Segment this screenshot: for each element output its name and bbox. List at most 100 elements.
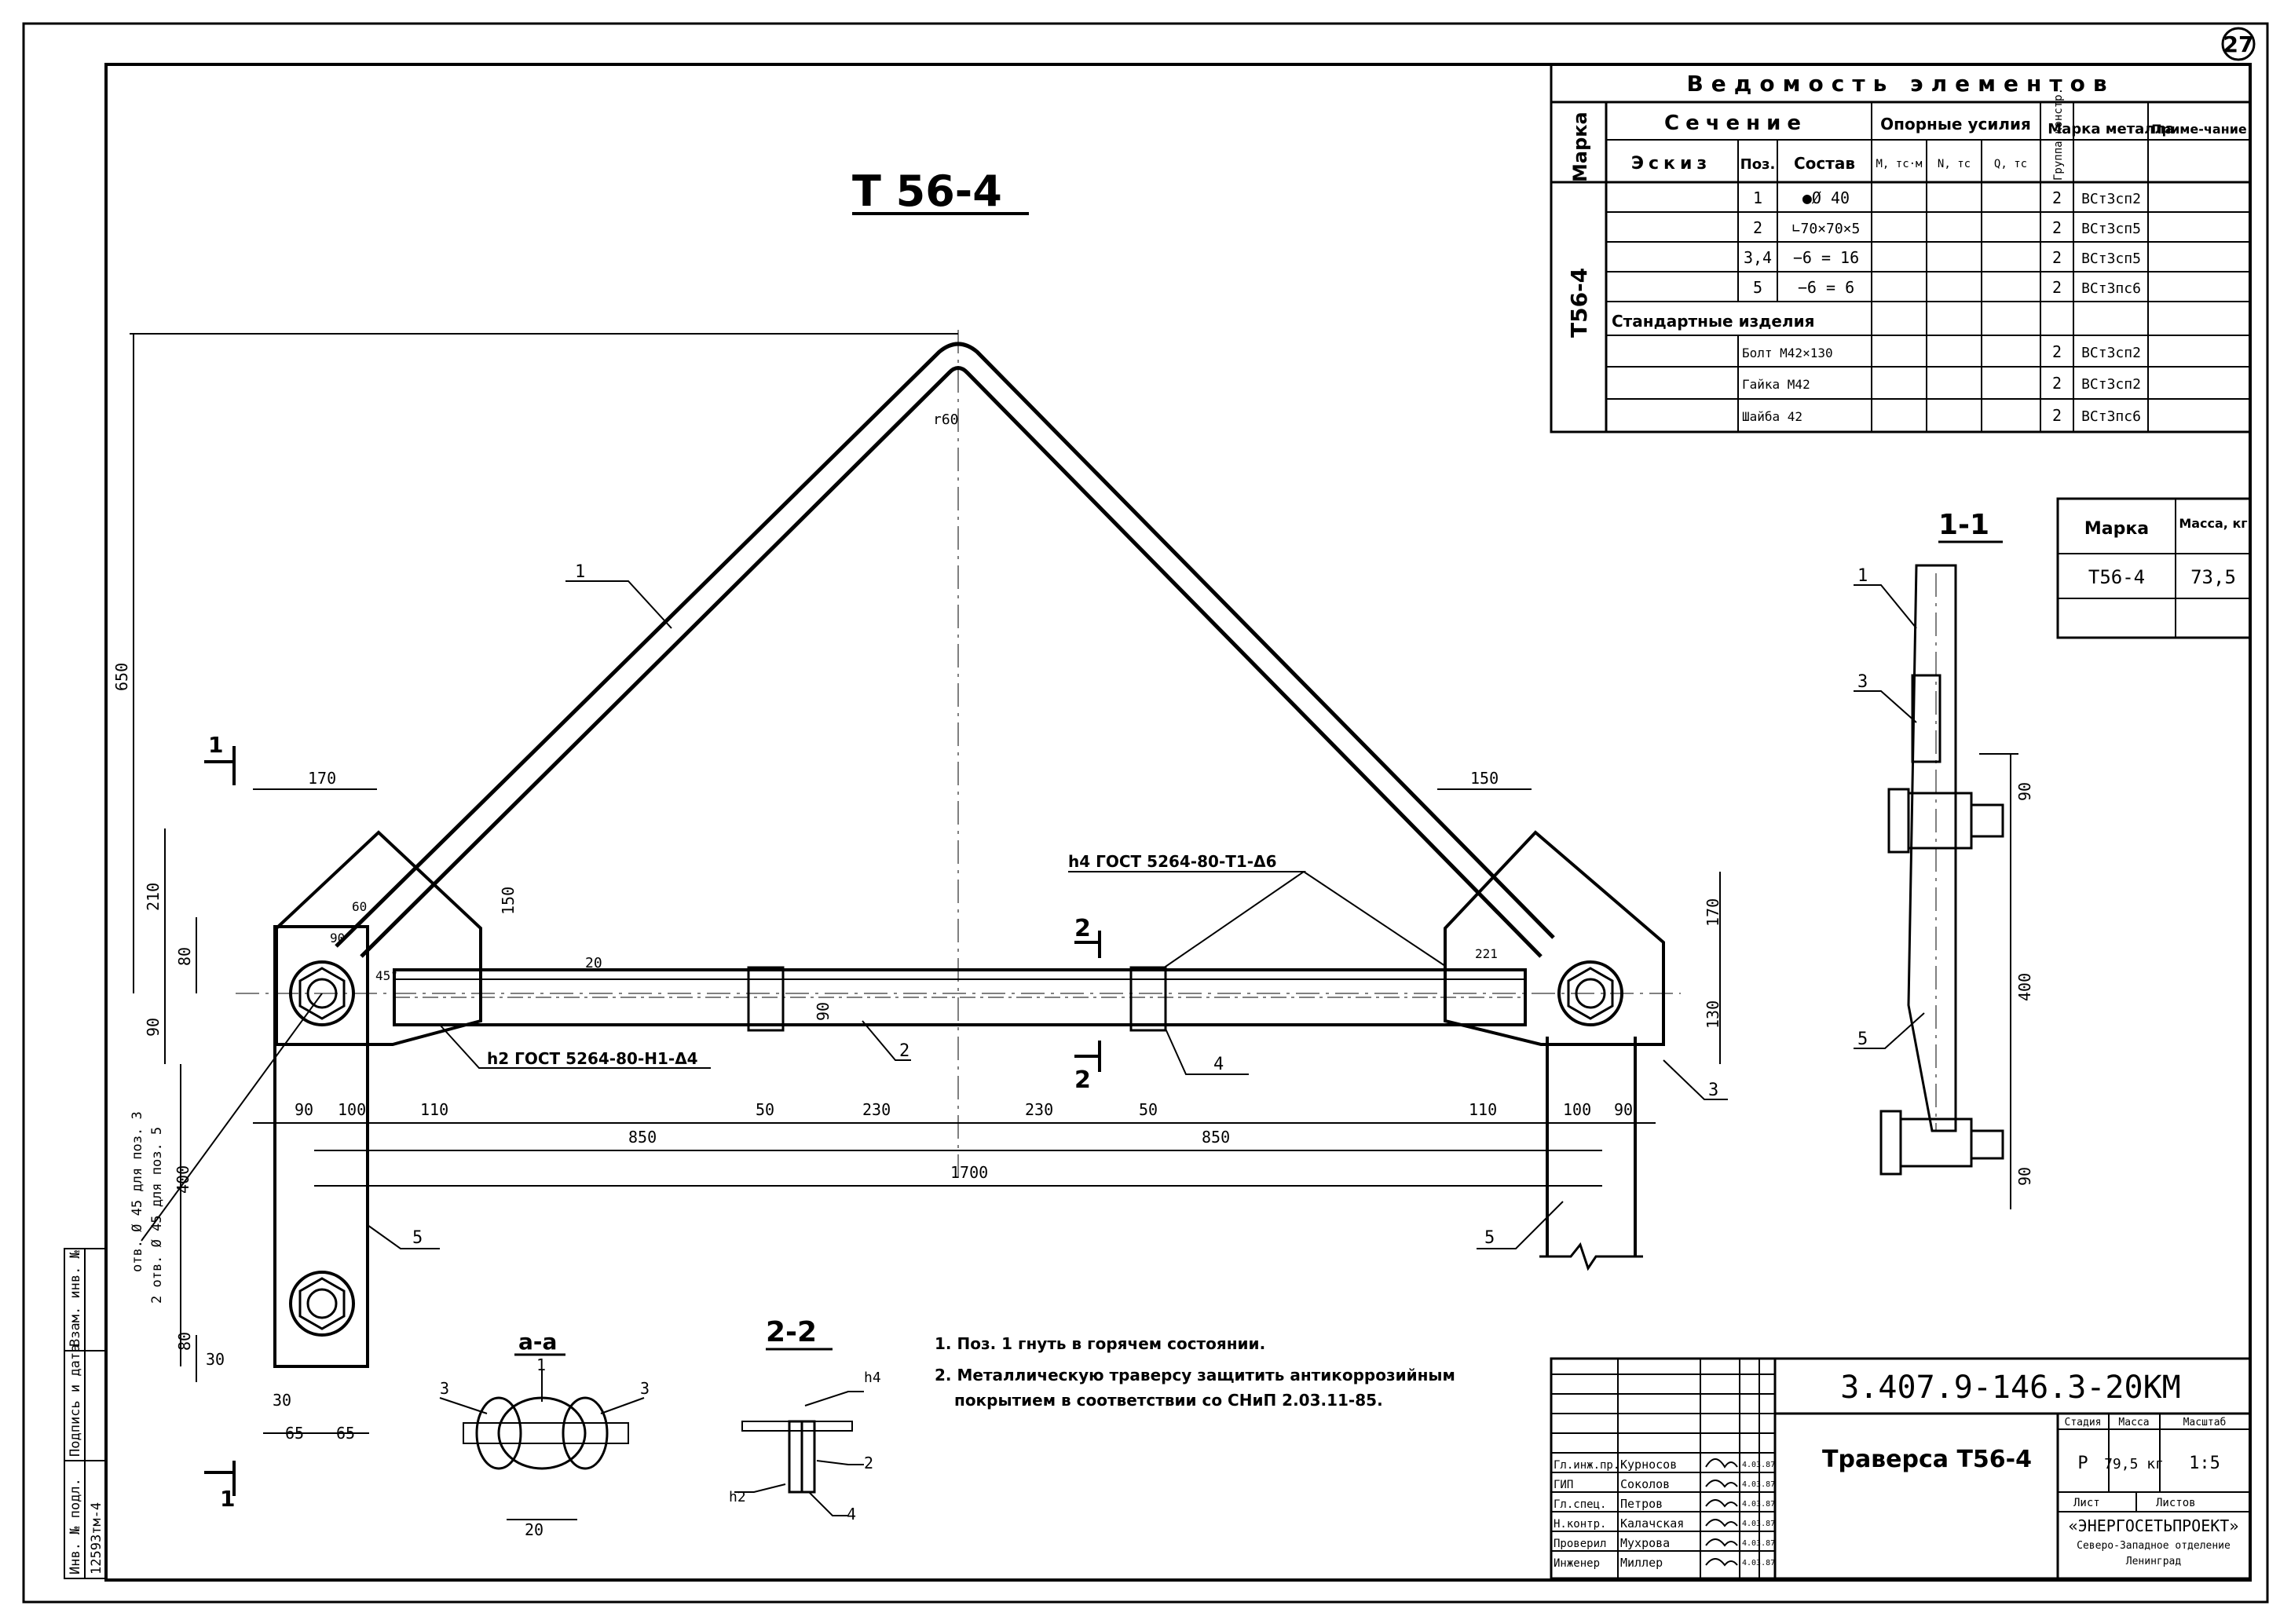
s11-pos3: 3 <box>1857 672 1868 692</box>
dim-221: 221 <box>1475 946 1498 961</box>
dim-170-right: 170 <box>1704 898 1722 927</box>
row2-comp: ∟70×70×5 <box>1792 221 1861 237</box>
row3-group: 2 <box>2052 248 2062 267</box>
callout-pos5: 5 <box>412 1228 423 1248</box>
row3-pos: 3,4 <box>1744 248 1772 267</box>
role-3: Н.контр. <box>1554 1518 1606 1531</box>
org-branch: Северо-Западное отделение <box>2077 1540 2231 1552</box>
break-line <box>1539 1242 1643 1271</box>
dim-30: 30 <box>206 1350 225 1369</box>
s11-pos5: 5 <box>1857 1030 1868 1049</box>
mass-col-mark: Марка <box>2084 519 2149 539</box>
callout-pos3: 3 <box>1708 1081 1718 1100</box>
cut-label-1-top: 1 <box>208 732 223 758</box>
strip-inv-label: Инв. № подл. <box>68 1478 83 1575</box>
s22-pos4: 4 <box>847 1505 856 1523</box>
dim-30-b: 30 <box>273 1391 291 1410</box>
section-1-1: 1-1 <box>1854 509 2018 1209</box>
dim-65-right: 65 <box>336 1424 355 1443</box>
row4-group: 2 <box>2052 278 2062 297</box>
signature-4 <box>1705 1538 1738 1547</box>
date-3: 4.03.87 <box>1742 1520 1775 1528</box>
rod-pos1-outer <box>335 342 1555 948</box>
product-name: Траверса Т56-4 <box>1822 1446 2032 1473</box>
dim-50-right: 50 <box>1139 1100 1158 1119</box>
inner-frame <box>104 63 2252 1582</box>
saa-pos1: 1 <box>536 1355 546 1374</box>
dim-230-left: 230 <box>862 1100 891 1119</box>
elements-table: Ведомость элементов Марка Сечение Эскиз … <box>1550 63 2252 433</box>
note-2: 2. Металлическую траверсу защитить антик… <box>935 1366 1455 1384</box>
row4-pos: 5 <box>1753 278 1762 297</box>
s22-pos2: 2 <box>864 1454 873 1472</box>
dimension-lines <box>130 333 1721 1434</box>
dim-80: 80 <box>175 947 194 966</box>
mass-mark: Т56-4 <box>2088 566 2145 588</box>
std1-group: 2 <box>2052 342 2062 361</box>
s11-dim-90: 90 <box>2015 782 2034 801</box>
saa-pos3-right: 3 <box>640 1379 650 1398</box>
name-2: Петров <box>1620 1497 1663 1511</box>
strip-replace-label: Взам. инв. № <box>68 1249 83 1347</box>
mass-col-mass: Масса, кг <box>2179 516 2247 531</box>
s11-dim-400: 400 <box>2015 973 2034 1001</box>
date-1: 4.03.87 <box>1742 1480 1775 1489</box>
page-number-circle <box>2221 27 2256 61</box>
dim-110-right: 110 <box>1469 1100 1497 1119</box>
date-4: 4.03.87 <box>1742 1539 1775 1548</box>
row3-comp: −6 = 16 <box>1793 248 1859 267</box>
section-a-a-title: a-a <box>518 1329 557 1355</box>
cut-marks <box>204 746 1101 1496</box>
callout-weld-bottom: h2 ГОСТ 5264-80-Н1-Δ4 <box>487 1049 698 1068</box>
col-composition: Состав <box>1794 154 1855 173</box>
note-3: покрытием в соответствии со СНиП 2.03.11… <box>954 1391 1383 1410</box>
strip-sign-label: Подпись и дата <box>68 1344 83 1457</box>
rod-pos1-inner <box>360 366 1543 958</box>
col-q: Q, тс <box>1994 158 2027 170</box>
outer-frame <box>22 22 2269 1604</box>
signature-3 <box>1705 1519 1738 1527</box>
col-pos: Поз. <box>1740 156 1776 173</box>
dim-130: 130 <box>1704 1000 1722 1029</box>
row2-steel: ВСт3сп5 <box>2081 221 2141 237</box>
note-1: 1. Поз. 1 гнуть в горячем состоянии. <box>935 1334 1265 1353</box>
s11-pos1: 1 <box>1857 566 1868 586</box>
std2-comp: Гайка М42 <box>1742 377 1810 392</box>
saa-pos3-left: 3 <box>440 1379 449 1398</box>
dim-400-left: 400 <box>174 1165 192 1194</box>
callout-pos1: 1 <box>575 562 585 582</box>
col-forces: Опорные усилия <box>1880 115 2031 134</box>
row3-steel: ВСт3сп5 <box>2081 251 2141 267</box>
org-name: «ЭНЕРГОСЕТЬПРОЕКТ» <box>2069 1516 2239 1535</box>
stage-label: Стадия <box>2065 1417 2102 1428</box>
row2-pos: 2 <box>1753 218 1762 237</box>
name-0: Курносов <box>1620 1458 1677 1472</box>
dim-100: 100 <box>338 1100 366 1119</box>
signature-2 <box>1705 1499 1738 1508</box>
dim-45deg: 45° <box>375 968 398 983</box>
role-4: Проверил <box>1554 1538 1606 1550</box>
dim-210: 210 <box>144 883 163 911</box>
mass-value-stamp: 79,5 кг <box>2104 1456 2164 1472</box>
cut-label-2-top: 2 <box>1074 915 1091 942</box>
section-a-a: a-a <box>439 1329 645 1520</box>
callout-leaders <box>141 580 1728 1249</box>
col-section: Сечение <box>1664 112 1807 135</box>
page-number: 27 <box>2223 31 2254 57</box>
mass-label: Масса <box>2118 1417 2149 1428</box>
col-sketch: Эскиз <box>1631 154 1711 174</box>
role-1: ГИП <box>1554 1479 1573 1491</box>
main-view <box>236 330 1681 1368</box>
table-title: Ведомость элементов <box>1686 71 2114 97</box>
dim-60-gusset: 60 <box>352 899 367 914</box>
std3-steel: ВСт3пс6 <box>2081 408 2141 425</box>
name-5: Миллер <box>1620 1556 1663 1570</box>
stage-value: Р <box>2077 1454 2088 1473</box>
row1-steel: ВСт3сп2 <box>2081 191 2141 207</box>
gusset-right-pos3 <box>1444 830 1665 1046</box>
signature-0 <box>1705 1458 1738 1469</box>
sheets-label: Листов <box>2156 1497 2196 1509</box>
std1-steel: ВСт3сп2 <box>2081 345 2141 361</box>
role-2: Гл.спец. <box>1554 1498 1606 1511</box>
